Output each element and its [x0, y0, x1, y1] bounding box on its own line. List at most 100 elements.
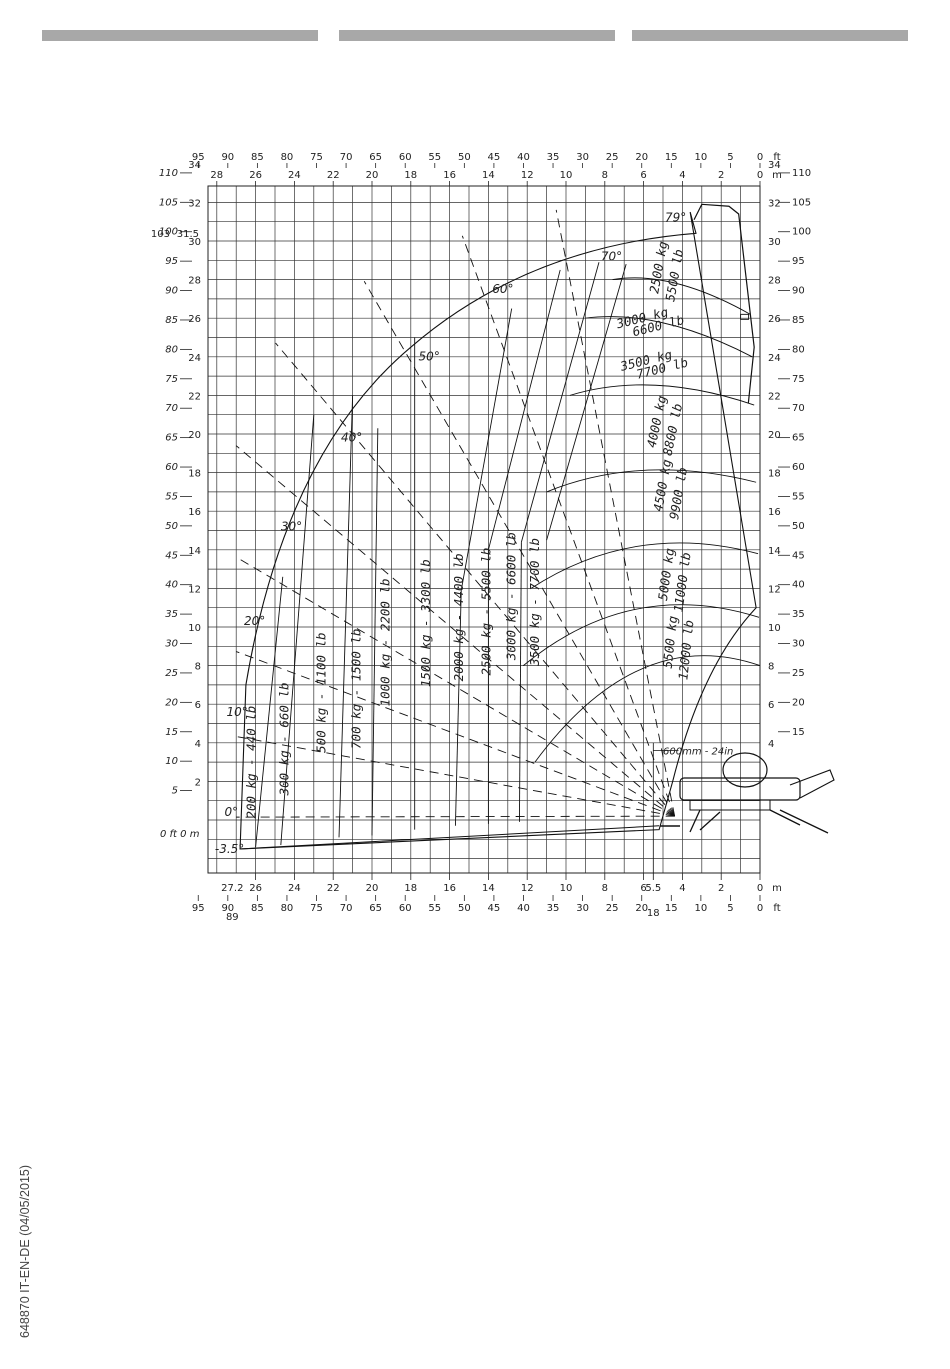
- bottom-axis-m-tick: 6: [640, 883, 646, 894]
- bottom-axis-m-tick: 0: [757, 883, 763, 894]
- top-axis-m-unit: m: [772, 170, 782, 181]
- load-zone-boundary: [460, 308, 513, 591]
- chart-frame: [207, 185, 761, 874]
- load-zone-label: 1000 kg - 2200 lb: [377, 578, 392, 706]
- bottom-axis-max-ft: 89: [226, 912, 239, 923]
- bottom-axis-m-tick: 18: [404, 883, 417, 894]
- right-axis-m-tick: 24: [768, 353, 781, 364]
- boom-angle-ray: [461, 235, 676, 817]
- load-zone-boundary: [280, 414, 315, 846]
- right-axis-m-tick: 4: [768, 739, 774, 750]
- top-axis-ft-tick: 50: [458, 152, 471, 163]
- load-zone-label: 3000 kg - 6600 lb: [504, 532, 519, 661]
- left-axis-m-31-5: 31.5: [177, 229, 199, 240]
- left-axis-m-tick: 18: [188, 469, 201, 480]
- top-axis-ft-tick: 40: [517, 152, 530, 163]
- left-axis-origin: 0 ft 0 m: [160, 829, 200, 840]
- boom-angle-ray: [235, 445, 675, 817]
- left-axis-m-tick: 22: [188, 391, 201, 402]
- left-axis-ft-tick: 90: [165, 286, 178, 297]
- right-axis-m-tick: 12: [768, 584, 781, 595]
- right-axis-m-tick: 18: [768, 469, 781, 480]
- top-axis-ft-unit: ft: [773, 152, 780, 163]
- right-axis-ft-tick: 80: [792, 344, 805, 355]
- right-axis-m-tick: 14: [768, 546, 781, 557]
- right-axis-ft-tick: 95: [792, 256, 805, 267]
- bottom-axis-ft-tick: 95: [192, 903, 205, 914]
- bottom-axis-ft-tick: 50: [458, 903, 471, 914]
- left-axis-ft-tick: 35: [165, 609, 178, 620]
- right-axis-ft-tick: 40: [792, 580, 805, 591]
- right-axis-m-tick: 34: [768, 160, 781, 171]
- left-axis-ft-tick: 95: [165, 256, 178, 267]
- left-axis-m-tick: 4: [195, 739, 201, 750]
- top-axis-ft-tick: 95: [192, 152, 205, 163]
- bottom-axis-ft-tick: 75: [310, 903, 323, 914]
- load-zone-label: 700 kg - 1500 lb: [348, 629, 363, 749]
- load-zone-boundary: [518, 542, 522, 822]
- load-zone-arc: [585, 316, 753, 358]
- top-axis-ft-tick: 55: [428, 152, 441, 163]
- top-axis-m-tick: 20: [366, 170, 379, 181]
- right-axis-m-tick: 10: [768, 623, 781, 634]
- top-axis-ft-tick: 10: [695, 152, 708, 163]
- right-axis-ft-tick: 55: [792, 491, 805, 502]
- left-axis-ft-tick: 15: [165, 727, 178, 738]
- document-code: 648870 IT-EN-DE (04/05/2015): [18, 1164, 32, 1338]
- right-axis-m-tick: 6: [768, 700, 774, 711]
- working-envelope: [239, 211, 757, 850]
- bottom-axis-ft-tick: 80: [281, 903, 294, 914]
- boom-angle-label: 30°: [281, 520, 302, 534]
- top-axis-m-tick: 18: [404, 170, 417, 181]
- top-axis-ft-tick: 30: [576, 152, 589, 163]
- left-axis-ft-tick: 5: [172, 786, 178, 797]
- left-axis-ft-103: 103: [151, 229, 170, 240]
- load-zone-label: 2500 kg - 5500 lb: [478, 548, 493, 676]
- right-axis-ft-tick: 70: [792, 403, 805, 414]
- left-axis-ft-tick: 105: [159, 197, 178, 208]
- top-axis-m-tick: 28: [210, 170, 223, 181]
- load-zone-label: 2000 kg - 4400 lb: [451, 553, 466, 681]
- load-zone-boundary: [338, 395, 354, 838]
- left-axis-m-tick: 34: [188, 160, 201, 171]
- boom-angle-label: 20°: [244, 614, 265, 628]
- left-axis-m-tick: 30: [188, 237, 201, 248]
- top-axis-m-tick: 14: [482, 170, 495, 181]
- bottom-axis-ft-tick: 60: [399, 903, 412, 914]
- top-axis-ft-tick: 85: [251, 152, 264, 163]
- top-axis-m-tick: 8: [602, 170, 608, 181]
- load-zone-label: 300 kg - 660 lb: [277, 682, 292, 796]
- bottom-axis-m-tick: 14: [482, 883, 495, 894]
- right-axis-ft-tick: 90: [792, 286, 805, 297]
- header-bar-left: [42, 30, 318, 41]
- boom-angle-label: 70°: [601, 249, 622, 263]
- top-axis-ft-tick: 70: [340, 152, 353, 163]
- crane-machine-icon: [660, 752, 835, 834]
- boom-angle-ray: [236, 815, 675, 818]
- right-axis-m-tick: 30: [768, 237, 781, 248]
- crane-cab-icon: [722, 752, 768, 788]
- left-axis-ft-tick: 85: [165, 315, 178, 326]
- right-axis-ft-tick: 45: [792, 550, 805, 561]
- crane-track-icon: [689, 799, 771, 811]
- top-axis-m-tick: 12: [521, 170, 534, 181]
- right-axis-ft-tick: 110: [792, 168, 811, 179]
- bottom-axis-ft-tick: 35: [547, 903, 560, 914]
- left-axis-ft-tick: 40: [165, 580, 178, 591]
- top-axis-m-tick: 10: [560, 170, 573, 181]
- bottom-axis-m-tick: 24: [288, 883, 301, 894]
- bottom-axis-ft-tick: 85: [251, 903, 264, 914]
- hook-block-icon: [740, 313, 750, 320]
- boom-angle-label: -3.5°: [215, 842, 244, 856]
- load-zone-boundary: [454, 590, 462, 826]
- left-axis-m-tick: 12: [188, 584, 201, 595]
- load-zone-label: 500 kg - 1100 lb: [313, 632, 328, 752]
- bottom-axis-ft-tick: 15: [665, 903, 678, 914]
- load-zone-label-lb: 12000 lb: [675, 619, 696, 680]
- boom-angle-ray: [236, 651, 675, 817]
- crane-outrigger-icon: [689, 809, 829, 834]
- top-axis-m-tick: 4: [679, 170, 685, 181]
- left-axis-ft-tick: 80: [165, 344, 178, 355]
- bottom-axis-ft-tick: 5: [727, 903, 733, 914]
